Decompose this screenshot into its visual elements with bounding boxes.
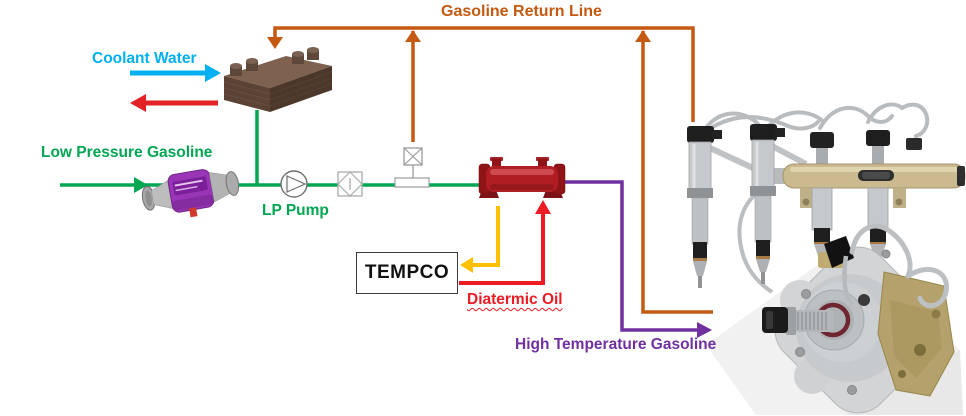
high-pressure-pump-image bbox=[706, 223, 963, 415]
inline-fuel-filter-image bbox=[141, 169, 240, 218]
gasoline-return-line bbox=[273, 26, 695, 122]
oil-supply-line bbox=[459, 212, 545, 285]
return-down-arrowhead bbox=[267, 37, 283, 49]
coolant-in-arrowhead bbox=[205, 64, 221, 82]
coolant-out-arrowhead bbox=[130, 94, 146, 112]
high-temp-gasoline-line bbox=[564, 180, 700, 332]
fuel-rail-with-injectors-image bbox=[687, 102, 966, 294]
pump-return-riser bbox=[641, 31, 713, 314]
oil-return-arrowhead bbox=[460, 257, 473, 273]
coolant-water-label: Coolant Water bbox=[92, 50, 197, 67]
lp-pump-label: LP Pump bbox=[262, 202, 329, 219]
oil-supply-arrowhead bbox=[535, 200, 551, 214]
filter-symbol bbox=[337, 171, 363, 197]
gasoline-return-line-label: Gasoline Return Line bbox=[441, 3, 602, 20]
oil-return-line bbox=[470, 206, 500, 267]
tempco-label: TEMPCO bbox=[364, 262, 450, 283]
pump-symbol bbox=[280, 170, 308, 198]
tempco-control-unit: TEMPCO bbox=[356, 252, 458, 294]
regulator-riser-arrowhead bbox=[405, 30, 421, 42]
relief-valve-symbol bbox=[403, 147, 423, 166]
plate-heat-exchanger-image bbox=[223, 47, 333, 112]
shell-tube-heat-exchanger-image bbox=[478, 157, 566, 198]
low-pressure-gasoline-label: Low Pressure Gasoline bbox=[41, 144, 213, 161]
heat-exchanger-ports bbox=[230, 47, 319, 76]
diatermic-oil-label: Diatermic Oil bbox=[467, 291, 563, 308]
lp-gasoline-arrowhead bbox=[134, 177, 148, 193]
high-temp-gasoline-arrowhead bbox=[697, 322, 712, 338]
high-temperature-gasoline-label: High Temperature Gasoline bbox=[515, 336, 717, 353]
pump-riser-arrowhead bbox=[635, 30, 651, 42]
pressure-regulator-symbol bbox=[394, 165, 430, 188]
